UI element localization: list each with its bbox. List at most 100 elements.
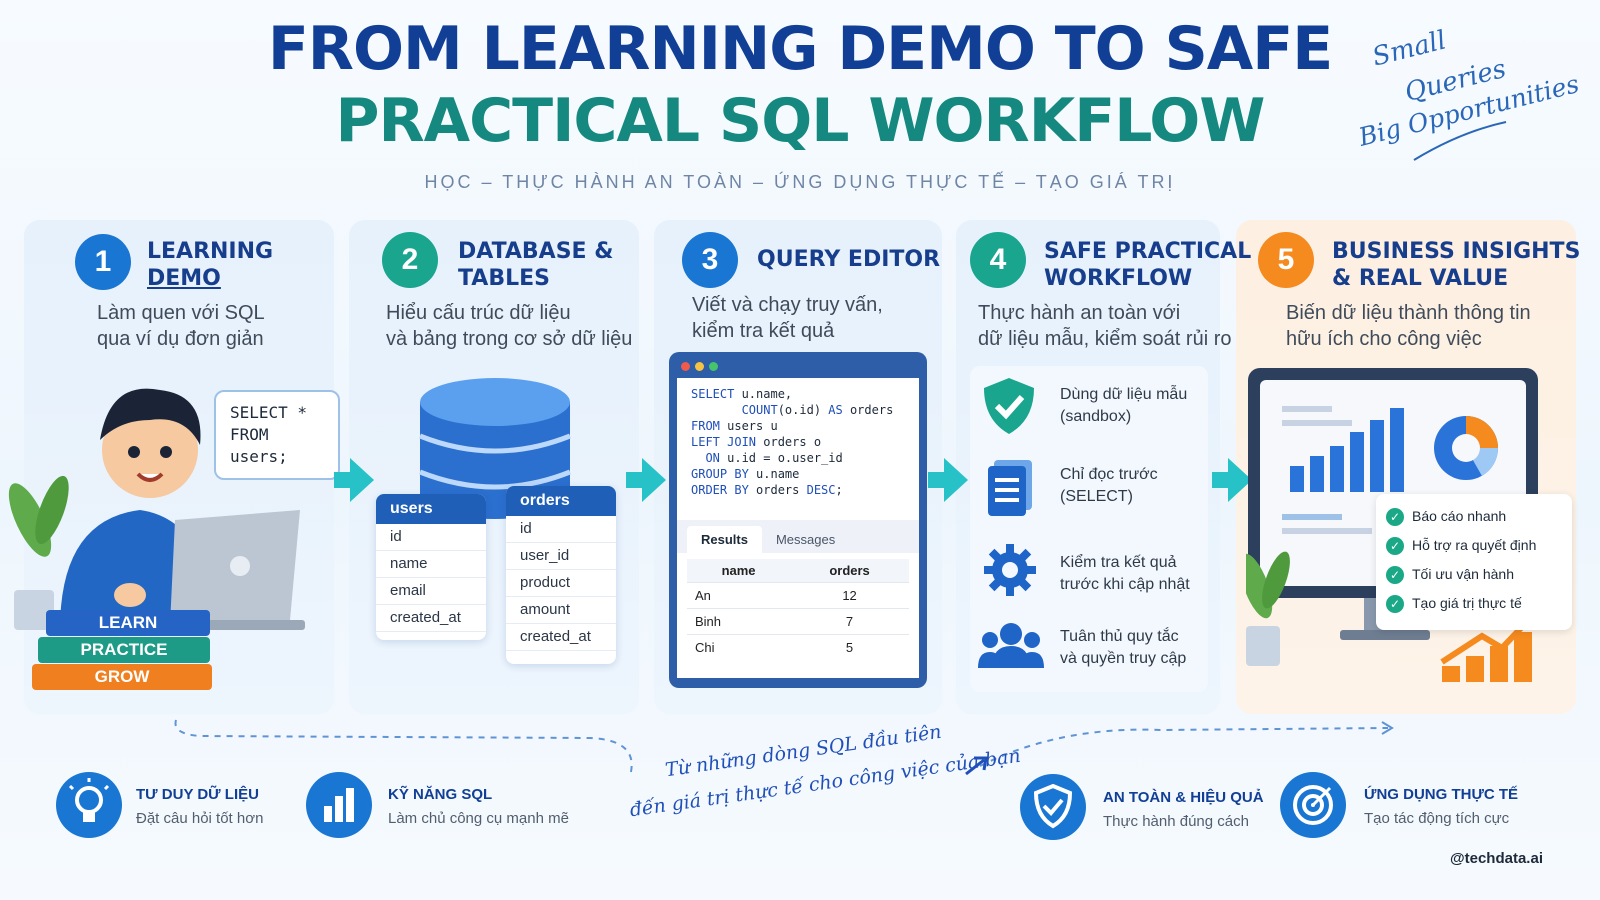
step-3-desc-line1: Viết và chạy truy vấn, (692, 294, 883, 316)
safe-item-2-line2: (SELECT) (1060, 488, 1133, 505)
feature-3-title: AN TOÀN & HIỆU QUẢ (1103, 789, 1264, 806)
step-2-badge: 2 (382, 232, 438, 288)
tab-results[interactable]: Results (687, 526, 762, 553)
arrow-3-to-4 (928, 458, 968, 502)
orders-table-header: orders (506, 486, 616, 516)
check-icon: ✓ (1386, 566, 1404, 585)
query-editor-window: SELECT u.name, COUNT(o.id) AS orders FRO… (669, 352, 927, 688)
feature-1-desc: Đặt câu hỏi tốt hơn (136, 810, 264, 827)
safe-item-1-line2: (sandbox) (1060, 408, 1132, 425)
col-header-orders: orders (790, 559, 909, 583)
window-close-dot (681, 362, 690, 371)
users-table-card: users id name email created_at (376, 494, 486, 640)
safe-item-1-line1: Dùng dữ liệu mẫu (1060, 386, 1188, 403)
arrow-1-to-2 (334, 458, 374, 502)
step-1-desc-line1: Làm quen với SQL (97, 302, 265, 324)
feature-2-desc: Làm chủ công cụ mạnh mẽ (388, 810, 569, 827)
users-col: name (376, 551, 486, 578)
cell-name: An (687, 582, 791, 609)
check-icon: ✓ (1386, 508, 1404, 527)
users-col: id (376, 524, 486, 551)
step-4-title-line2: WORKFLOW (1044, 266, 1193, 291)
book-practice: PRACTICE (38, 637, 210, 663)
step-2-desc-line2: và bảng trong cơ sở dữ liệu (386, 328, 633, 350)
book-learn: LEARN (46, 610, 210, 636)
step-5-badge: 5 (1258, 232, 1314, 288)
step-3-title: QUERY EDITOR (757, 247, 941, 272)
step-5-title-line2: & REAL VALUE (1332, 266, 1509, 291)
orders-col: created_at (506, 624, 616, 651)
orders-col: user_id (506, 543, 616, 570)
benefits-checklist: ✓ Báo cáo nhanh ✓Hỗ trợ ra quyết định ✓ Tố… (1376, 494, 1572, 630)
step-2-title-line2: TABLES (458, 266, 550, 291)
orders-table-card: orders id user_id product amount created… (506, 486, 616, 664)
cell-orders: 12 (790, 582, 909, 609)
step-4-desc-line2: dữ liệu mẫu, kiểm soát rủi ro (978, 328, 1232, 350)
users-icon (978, 623, 1044, 668)
safe-item-4-line2: và quyền truy cập (1060, 650, 1187, 667)
student-illustration (8, 388, 305, 630)
col-header-name: name (687, 559, 791, 583)
step-2-title-line1: DATABASE & (458, 239, 614, 264)
checklist-item: ✓ Báo cáo nhanh (1386, 502, 1562, 531)
step-4-desc-line1: Thực hành an toàn với (978, 302, 1181, 324)
shield-check-icon (1020, 774, 1086, 840)
safe-item-2-line1: Chỉ đọc trước (1060, 466, 1158, 483)
table-row: Chi 5 (687, 634, 909, 660)
document-icon (988, 460, 1032, 516)
feature-1-title: TƯ DUY DỮ LIỆU (136, 786, 259, 803)
check-icon: ✓ (1386, 595, 1404, 614)
orders-col: amount (506, 597, 616, 624)
subtitle: HỌC – THỰC HÀNH AN TOÀN – ỨNG DỤNG THỰC … (424, 172, 1176, 192)
checklist-item: ✓ Tối ưu vận hành (1386, 560, 1562, 589)
orders-col: id (506, 516, 616, 543)
bubble-line-2: FROM users; (230, 425, 288, 466)
cell-orders: 7 (790, 608, 909, 635)
results-table: name orders An 12 Binh 7 Chi 5 (687, 559, 909, 660)
table-row: An 12 (687, 582, 909, 609)
safe-item-3-line2: trước khi cập nhật (1060, 576, 1190, 593)
title-line-1: FROM LEARNING DEMO TO SAFE (267, 14, 1333, 84)
users-table-header: users (376, 494, 486, 524)
check-icon: ✓ (1386, 537, 1404, 556)
journey-dashed-path (174, 719, 1394, 777)
bubble-line-1: SELECT * (230, 403, 308, 422)
sql-speech-bubble: SELECT * FROM users; (214, 390, 340, 480)
table-row: Binh 7 (687, 608, 909, 635)
checklist-label: Tối ưu vận hành (1412, 566, 1514, 582)
step-4-title-line1: SAFE PRACTICAL (1044, 239, 1252, 264)
gear-icon (984, 544, 1036, 596)
shield-check-icon (984, 378, 1034, 434)
cell-orders: 5 (790, 634, 909, 660)
step-3-desc-line2: kiểm tra kết quả (692, 320, 835, 342)
tab-messages[interactable]: Messages (775, 532, 836, 547)
sql-code[interactable]: SELECT u.name, COUNT(o.id) AS orders FRO… (677, 378, 919, 516)
checklist-item: ✓ Tạo giá trị thực tế (1386, 589, 1562, 618)
safe-item-3-line1: Kiểm tra kết quả (1060, 554, 1177, 571)
cell-name: Chi (687, 634, 791, 660)
step-1-title-line2: DEMO (147, 266, 221, 291)
step-2-desc-line1: Hiểu cấu trúc dữ liệu (386, 302, 571, 324)
feature-3-desc: Thực hành đúng cách (1103, 813, 1249, 830)
window-maximize-dot (709, 362, 718, 371)
checklist-item: ✓Hỗ trợ ra quyết định (1386, 531, 1562, 560)
book-grow: GROW (32, 664, 212, 690)
feature-2-title: KỸ NĂNG SQL (388, 786, 493, 803)
checklist-label: Báo cáo nhanh (1412, 508, 1507, 524)
target-icon (1280, 772, 1346, 838)
step-4-badge: 4 (970, 232, 1026, 288)
step-1-badge: 1 (75, 234, 131, 290)
title-line-2: PRACTICAL SQL WORKFLOW (335, 86, 1266, 156)
lightbulb-icon (56, 772, 122, 838)
safe-item-4-line1: Tuân thủ quy tắc (1060, 628, 1179, 645)
feature-4-title: ỨNG DỤNG THỰC TẾ (1364, 786, 1519, 803)
step-5-title-line1: BUSINESS INSIGHTS (1332, 239, 1581, 264)
checklist-label: Tạo giá trị thực tế (1412, 595, 1522, 611)
step-5-desc-line2: hữu ích cho công việc (1286, 328, 1482, 350)
results-pane: Results Messages name orders An 12 Binh … (677, 516, 919, 678)
step-3-badge: 3 (682, 232, 738, 288)
step-5-desc-line1: Biến dữ liệu thành thông tin (1286, 302, 1531, 324)
cell-name: Binh (687, 608, 791, 635)
arrow-2-to-3 (626, 458, 666, 502)
orders-col: product (506, 570, 616, 597)
